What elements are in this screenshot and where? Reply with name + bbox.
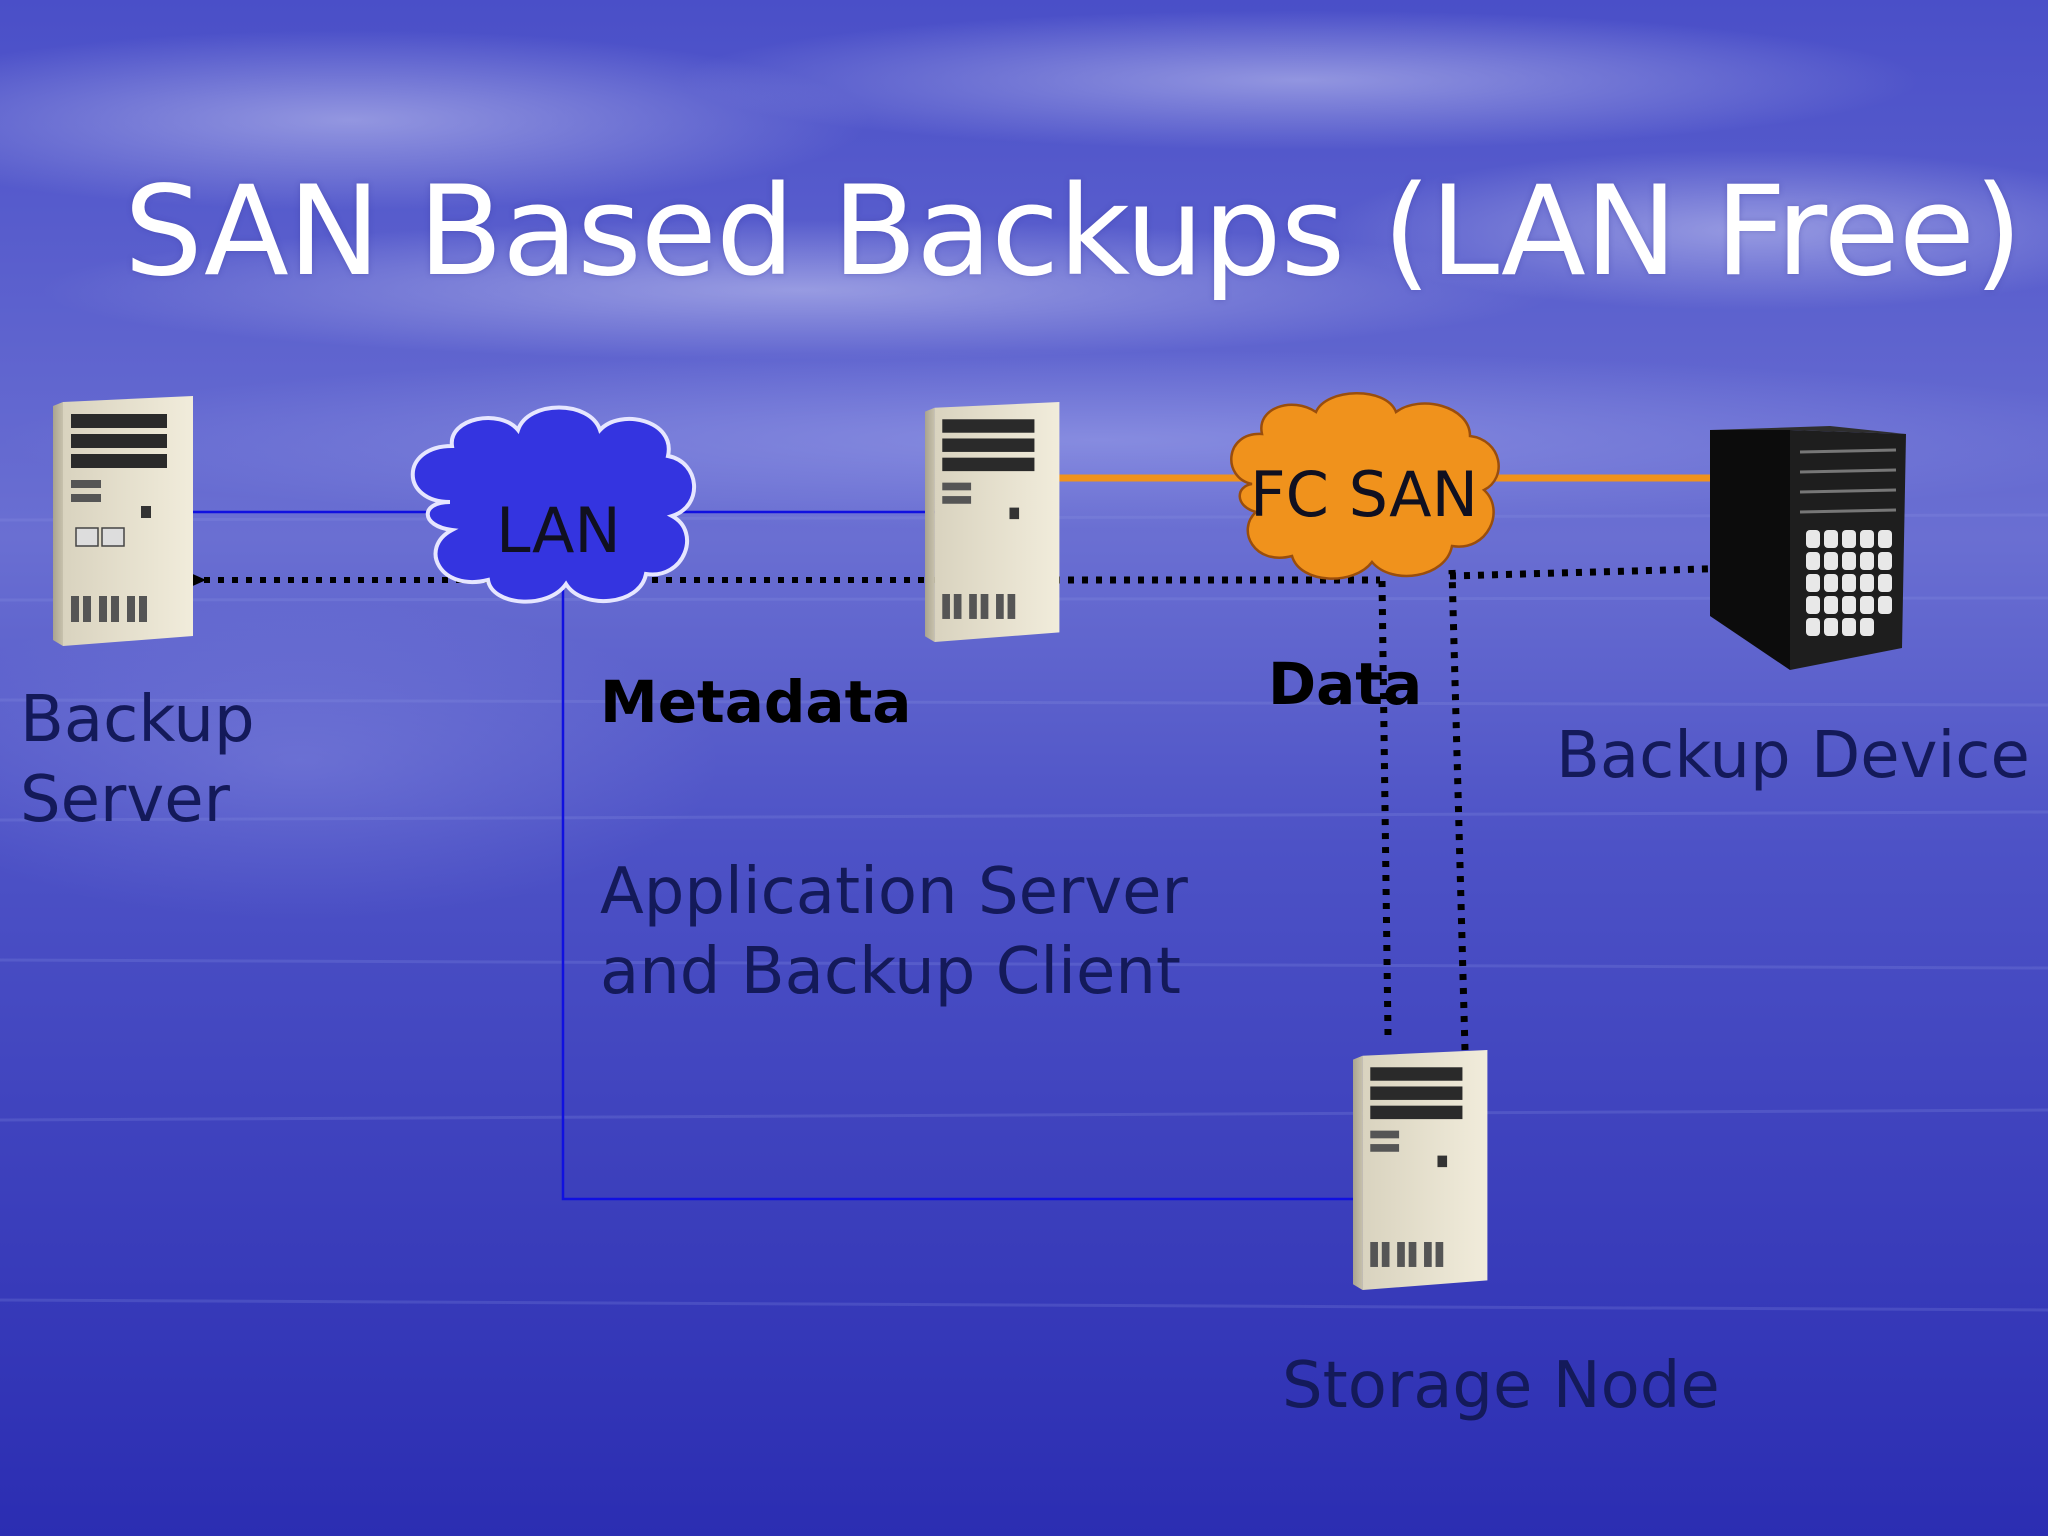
app-server-label-line2: and Backup Client: [600, 935, 1181, 1009]
backup-server-label-line1: Backup: [20, 683, 255, 757]
backup-server-icon: [53, 396, 193, 646]
backup-device-label: Backup Device: [1556, 719, 2030, 793]
storage-node-label: Storage Node: [1282, 1349, 1720, 1423]
fc-san-cloud-label: FC SAN: [1250, 458, 1478, 531]
lan-link-storage-node: [561, 590, 1360, 1201]
slide-title: SAN Based Backups (LAN Free): [124, 160, 2022, 304]
data-flow-san-to-device: [1449, 547, 1780, 587]
backup-server-label-line2: Server: [20, 763, 230, 837]
data-flow-storage-node-up-1: [1378, 579, 1392, 1036]
app-server-icon: [925, 402, 1060, 642]
metadata-label: Metadata: [600, 668, 912, 736]
storage-node-icon: [1353, 1050, 1488, 1290]
lan-cloud-icon: [410, 405, 697, 604]
lan-cloud-label: LAN: [496, 494, 621, 567]
data-flow-storage-node-up-2: [1448, 569, 1469, 1051]
app-server-label-line1: Application Server: [600, 855, 1188, 929]
backup-device-icon: [1710, 426, 1906, 670]
data-label: Data: [1268, 650, 1423, 718]
fc-san-cloud-icon: [1230, 392, 1500, 580]
backup-server-label: Backup Server: [20, 680, 255, 840]
app-server-label: Application Server and Backup Client: [600, 852, 1188, 1012]
